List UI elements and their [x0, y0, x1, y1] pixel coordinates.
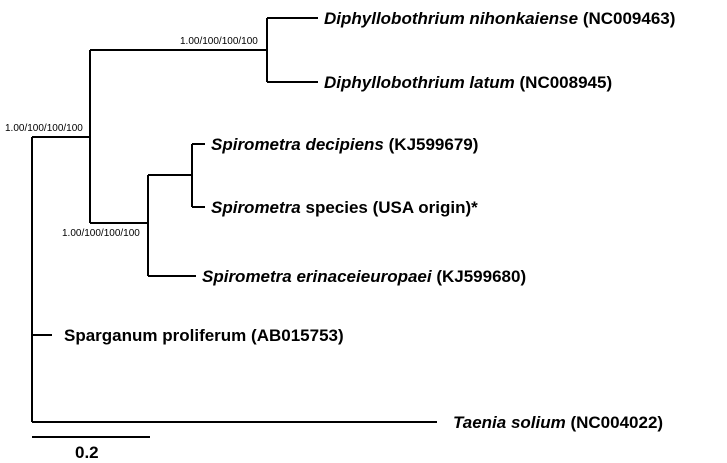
- taxon-label-s-proliferum: Sparganum proliferum (AB015753): [64, 326, 344, 345]
- taxon-label-t-solium: Taenia solium (NC004022): [453, 413, 663, 432]
- taxon-labels: Diphyllobothrium nihonkaiense (NC009463)…: [64, 9, 675, 432]
- support-spirometra: 1.00/100/100/100: [62, 228, 140, 239]
- support-root-inner: 1.00/100/100/100: [5, 123, 83, 134]
- scale-bar-label: 0.2: [75, 443, 99, 462]
- taxon-label-s-species: Spirometra species (USA origin)*: [211, 198, 478, 217]
- taxon-label-d-latum: Diphyllobothrium latum (NC008945): [324, 73, 612, 92]
- taxon-label-d-nihonkaiense: Diphyllobothrium nihonkaiense (NC009463): [324, 9, 675, 28]
- support-values: 1.00/100/100/100 1.00/100/100/100 1.00/1…: [5, 36, 258, 239]
- taxon-label-s-erinaceieuropaei: Spirometra erinaceieuropaei (KJ599680): [202, 267, 526, 286]
- scale-bar: 0.2: [32, 436, 150, 462]
- tree-branches: [31, 17, 437, 423]
- support-diphyllobothrium: 1.00/100/100/100: [180, 36, 258, 47]
- taxon-label-s-decipiens: Spirometra decipiens (KJ599679): [211, 135, 478, 154]
